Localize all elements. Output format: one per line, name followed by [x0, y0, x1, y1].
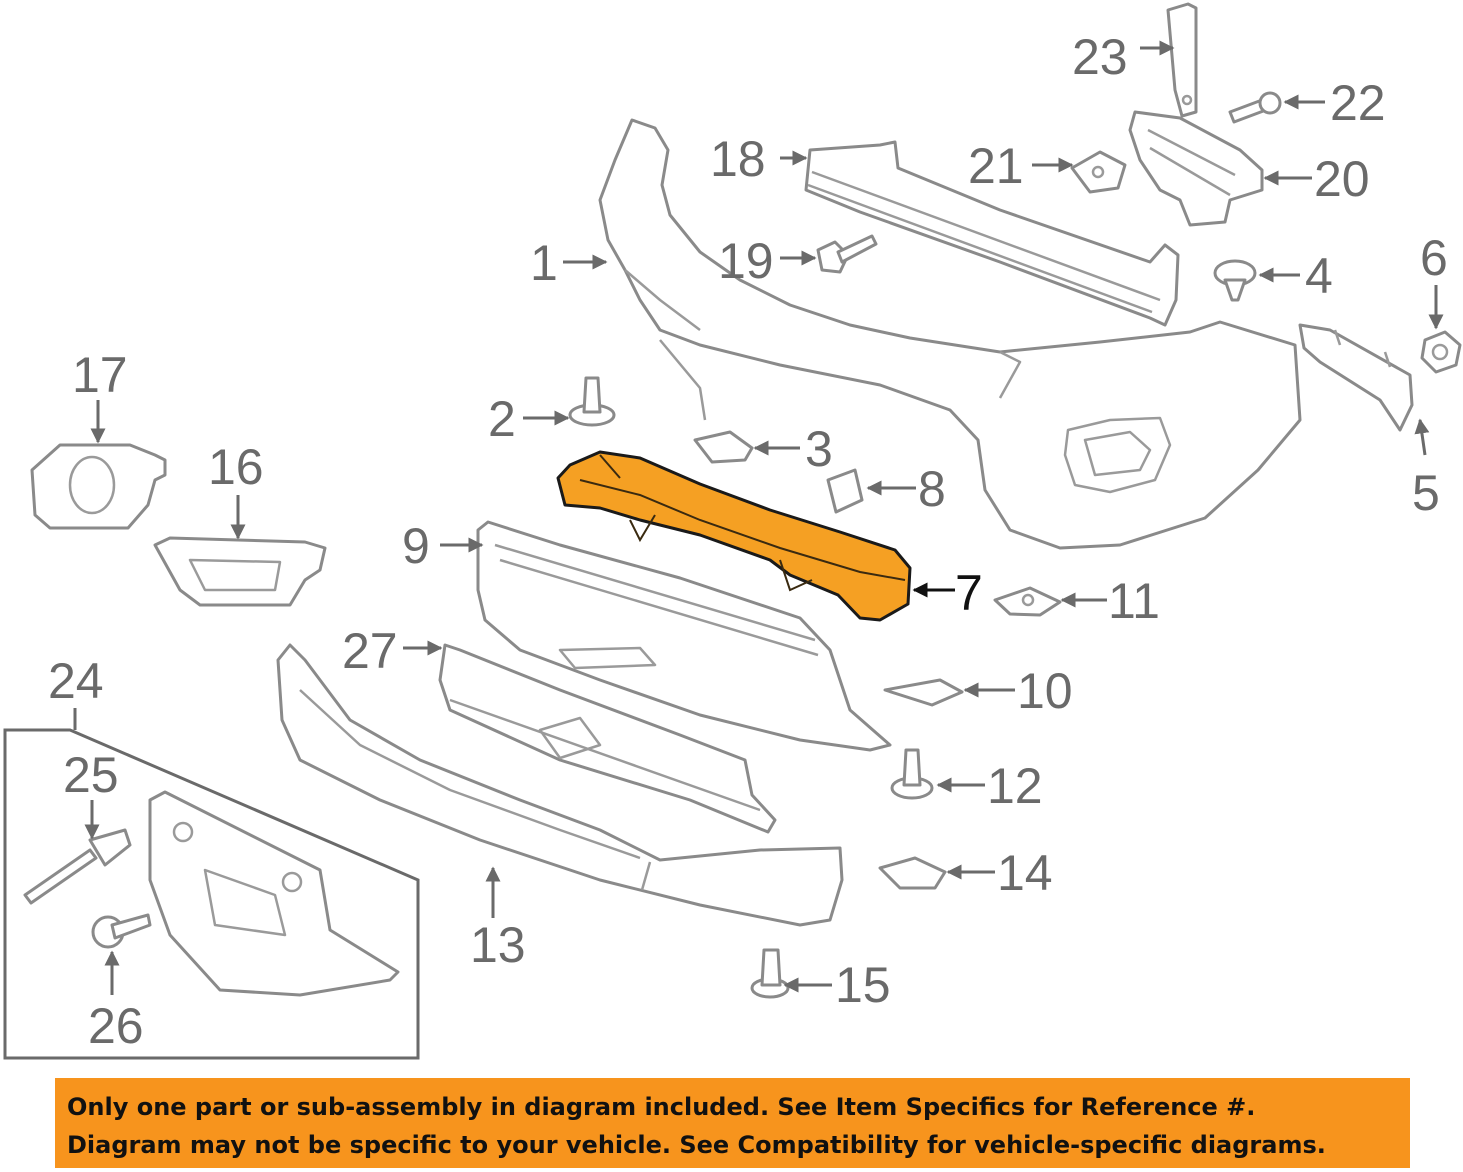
screw-part-12: [890, 748, 934, 800]
callout-26: 26: [88, 998, 144, 1054]
clip-part-11: [993, 586, 1062, 617]
clip-part-21: [1070, 150, 1127, 194]
reinforcement-bar-part-18: [804, 140, 1180, 327]
valance-part-13: [276, 643, 844, 927]
leader-lines: [73, 40, 1444, 995]
callout-22: 22: [1330, 75, 1386, 131]
callout-27: 27: [342, 623, 398, 679]
push-pin-part-4: [1213, 259, 1257, 302]
callout-5: 5: [1412, 465, 1440, 521]
bracket-part-20: [1128, 110, 1264, 227]
callout-8: 8: [918, 461, 946, 517]
clip-part-8: [826, 468, 864, 514]
callout-15: 15: [835, 957, 891, 1013]
callout-12: 12: [987, 758, 1043, 814]
callout-25: 25: [63, 747, 119, 803]
strap-part-23: [1166, 2, 1198, 118]
callout-11: 11: [1108, 573, 1160, 629]
callout-6: 6: [1420, 230, 1448, 286]
callout-numbers: 1 2 3 4 5 6 7 8 9 10 11 12 13 14 15 16 1…: [48, 29, 1448, 1054]
lower-grille-part-9: [476, 520, 892, 752]
callout-19: 19: [718, 233, 774, 289]
callout-2: 2: [488, 391, 516, 447]
clip-part-3: [693, 430, 754, 464]
callout-23: 23: [1072, 29, 1128, 85]
callout-18: 18: [710, 131, 766, 187]
bolt-part-19: [816, 234, 878, 274]
callout-24: 24: [48, 653, 104, 709]
skid-plate-part-27: [438, 643, 777, 834]
bumper-fascia-part-1: [598, 118, 1302, 550]
callout-14: 14: [997, 845, 1053, 901]
clip-part-14: [878, 856, 947, 890]
nut-part-6: [1420, 330, 1462, 374]
license-plate-bracket-box: [3, 728, 420, 1060]
side-trim-part-5: [1298, 323, 1414, 432]
disclaimer-line-1: Only one part or sub-assembly in diagram…: [67, 1093, 1256, 1121]
callout-3: 3: [805, 421, 833, 477]
callout-13: 13: [470, 917, 526, 973]
callout-21: 21: [968, 138, 1024, 194]
screw-part-22: [1228, 91, 1282, 124]
callout-20: 20: [1314, 151, 1370, 207]
callout-1: 1: [530, 235, 558, 291]
screw-part-2: [568, 376, 616, 427]
callout-4: 4: [1305, 248, 1333, 304]
disclaimer-line-2: Diagram may not be specific to your vehi…: [67, 1131, 1326, 1159]
push-pin-part-15: [750, 948, 790, 999]
fog-lamp-housing-part-17: [30, 443, 167, 530]
callout-17: 17: [72, 347, 128, 403]
fog-lamp-bezel-part-16: [153, 536, 327, 607]
absorber-part-7-highlighted: [556, 450, 912, 622]
callout-9: 9: [402, 518, 430, 574]
disclaimer-banner: Only one part or sub-assembly in diagram…: [55, 1078, 1410, 1168]
callout-10: 10: [1017, 663, 1073, 719]
bracket-part-10: [883, 678, 964, 707]
callout-16: 16: [208, 439, 264, 495]
callout-7: 7: [955, 565, 983, 621]
